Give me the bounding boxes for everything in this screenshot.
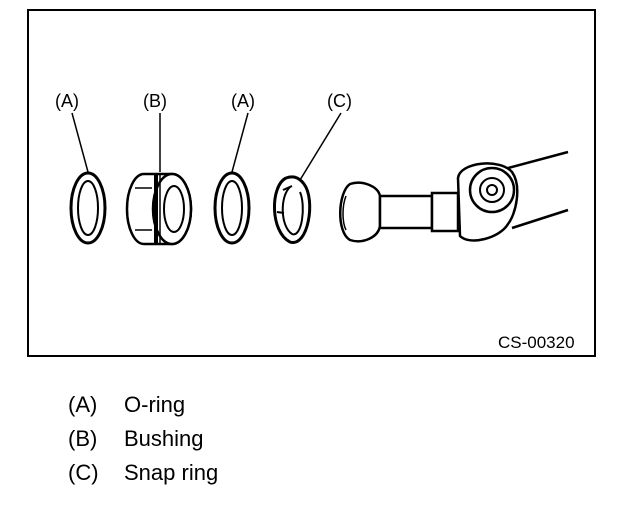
legend-item: (C) Snap ring bbox=[68, 456, 218, 490]
leader-line-a-left bbox=[71, 112, 89, 173]
leader-lines bbox=[71, 112, 342, 181]
diagram-figure: (A) (B) (A) (C) bbox=[27, 9, 596, 357]
legend-key: (C) bbox=[68, 460, 99, 485]
callout-label-a-left: (A) bbox=[55, 91, 79, 111]
leader-line-c bbox=[299, 112, 342, 181]
o-ring-left bbox=[69, 171, 107, 245]
callout-label-c: (C) bbox=[327, 91, 352, 111]
parts-legend: (A) O-ring (B) Bushing (C) Snap ring bbox=[68, 388, 218, 490]
leader-line-a-right bbox=[231, 112, 249, 173]
legend-label: Bushing bbox=[124, 426, 204, 451]
callout-label-a-right: (A) bbox=[231, 91, 255, 111]
shift-rod-assembly bbox=[339, 150, 569, 243]
legend-item: (A) O-ring bbox=[68, 388, 218, 422]
o-ring-right bbox=[213, 171, 251, 245]
snap-ring bbox=[273, 175, 312, 244]
bushing bbox=[125, 172, 193, 246]
figure-code: CS-00320 bbox=[498, 333, 575, 352]
legend-label: Snap ring bbox=[124, 460, 219, 485]
legend-label: O-ring bbox=[124, 392, 186, 417]
legend-key: (B) bbox=[68, 426, 98, 451]
callout-label-b: (B) bbox=[143, 91, 167, 111]
legend-key: (A) bbox=[68, 392, 98, 417]
legend-item: (B) Bushing bbox=[68, 422, 218, 456]
